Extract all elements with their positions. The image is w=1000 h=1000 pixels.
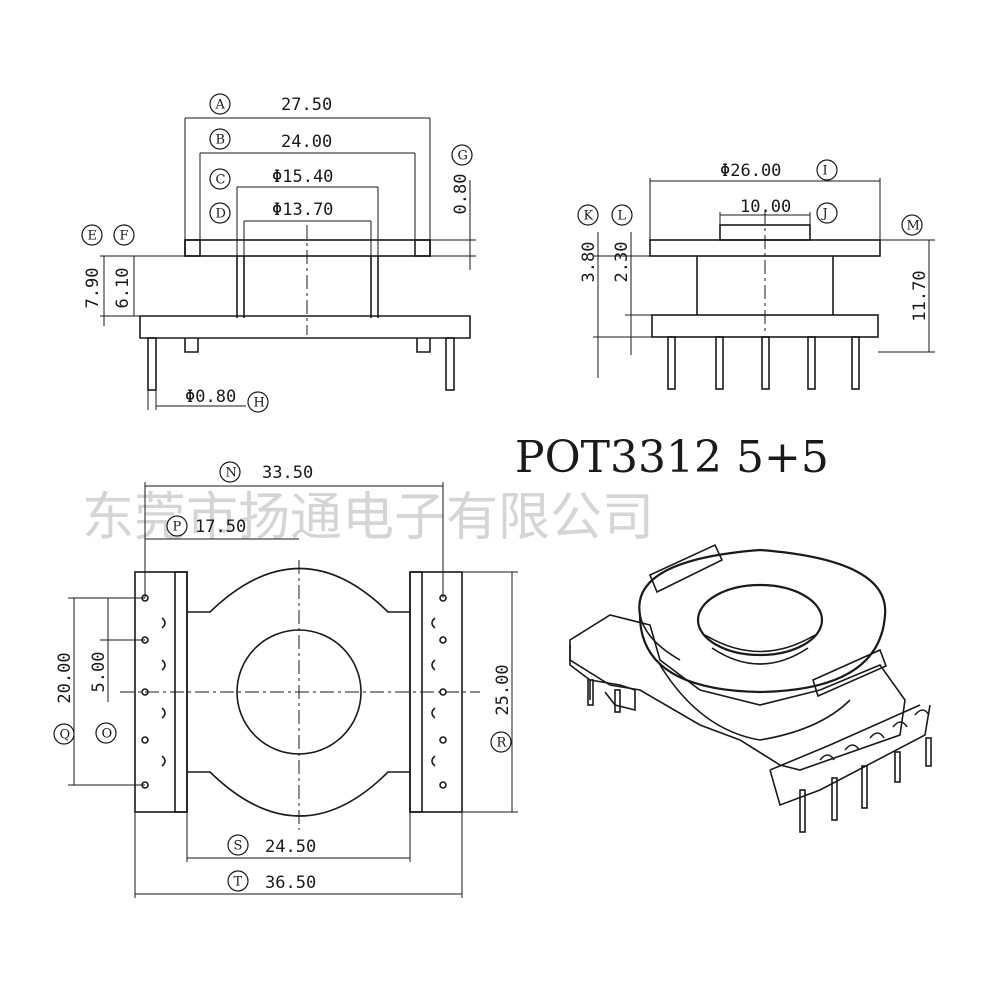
dim-value-q: 20.00 xyxy=(55,652,75,703)
side-pin-2 xyxy=(715,336,724,390)
dim-value-t: 36.50 xyxy=(265,873,316,893)
dim-value-j: 10.00 xyxy=(740,197,791,217)
dim-value-d: Φ13.70 xyxy=(272,200,333,220)
front-pin-left xyxy=(147,337,157,391)
front-base xyxy=(139,315,471,339)
iso-lug-right xyxy=(812,648,888,698)
top-view: N 33.50 P 17.50 20.00 Q 5.00 O 25.00 R S… xyxy=(53,461,518,898)
dim-letter-j: J xyxy=(821,207,828,222)
dim-letter-a: A xyxy=(215,98,226,113)
dim-value-s: 24.50 xyxy=(265,837,316,857)
dim-letter-o: O xyxy=(102,727,113,742)
front-left-lug xyxy=(184,239,201,257)
dim-letter-m: M xyxy=(907,219,920,234)
dim-letter-n: N xyxy=(226,466,237,481)
dim-value-h: Φ0.80 xyxy=(185,387,236,407)
dim-letter-r: R xyxy=(497,736,508,751)
front-view: A 27.50 B 24.00 C Φ15.40 D Φ13.70 E F 7.… xyxy=(81,93,476,413)
side-pin-1 xyxy=(667,336,676,390)
dim-value-f: 6.10 xyxy=(113,268,133,309)
side-pin-4 xyxy=(807,336,816,390)
dim-value-m: 11.70 xyxy=(910,270,930,321)
front-right-lug xyxy=(414,239,431,257)
dim-value-n: 33.50 xyxy=(262,463,313,483)
dim-letter-s: S xyxy=(234,839,243,854)
dim-value-g: 0.80 xyxy=(451,174,471,215)
iso-lug-left xyxy=(648,543,724,594)
side-pin-3 xyxy=(761,336,770,390)
dim-value-b: 24.00 xyxy=(281,132,332,152)
dim-letter-d: D xyxy=(216,207,226,222)
dim-value-i: Φ26.00 xyxy=(720,161,781,181)
dim-value-p: 17.50 xyxy=(195,517,246,537)
dim-value-e: 7.90 xyxy=(83,268,103,309)
dim-value-r: 25.00 xyxy=(493,664,513,715)
dim-letter-p: P xyxy=(173,520,182,535)
dim-letter-t: T xyxy=(234,875,243,890)
dim-letter-b: B xyxy=(216,133,226,148)
isometric-view xyxy=(569,543,932,833)
dim-letter-h: H xyxy=(254,396,265,411)
part-title: POT3312 5+5 xyxy=(515,432,829,483)
dim-value-a: 27.50 xyxy=(281,95,332,115)
dim-letter-l: L xyxy=(618,209,627,224)
dim-value-o: 5.00 xyxy=(89,652,109,693)
iso-core-ring xyxy=(696,583,824,657)
iso-top-flange xyxy=(638,548,887,694)
side-pin-5 xyxy=(851,336,860,390)
dim-value-c: Φ15.40 xyxy=(272,167,333,187)
dim-letter-c: C xyxy=(216,173,226,188)
front-pin-right xyxy=(445,337,455,391)
dim-letter-g: G xyxy=(458,149,468,164)
dim-letter-f: F xyxy=(120,229,129,244)
dim-value-l: 2.30 xyxy=(612,242,632,283)
dim-value-k: 3.80 xyxy=(579,242,599,283)
dim-letter-i: I xyxy=(823,164,828,179)
side-view: Φ26.00 I 10.00 J K L 3.80 2.30 M 11.70 xyxy=(577,159,935,390)
dim-letter-q: Q xyxy=(60,728,71,743)
dim-letter-k: K xyxy=(584,209,594,224)
dim-letter-e: E xyxy=(88,229,98,244)
